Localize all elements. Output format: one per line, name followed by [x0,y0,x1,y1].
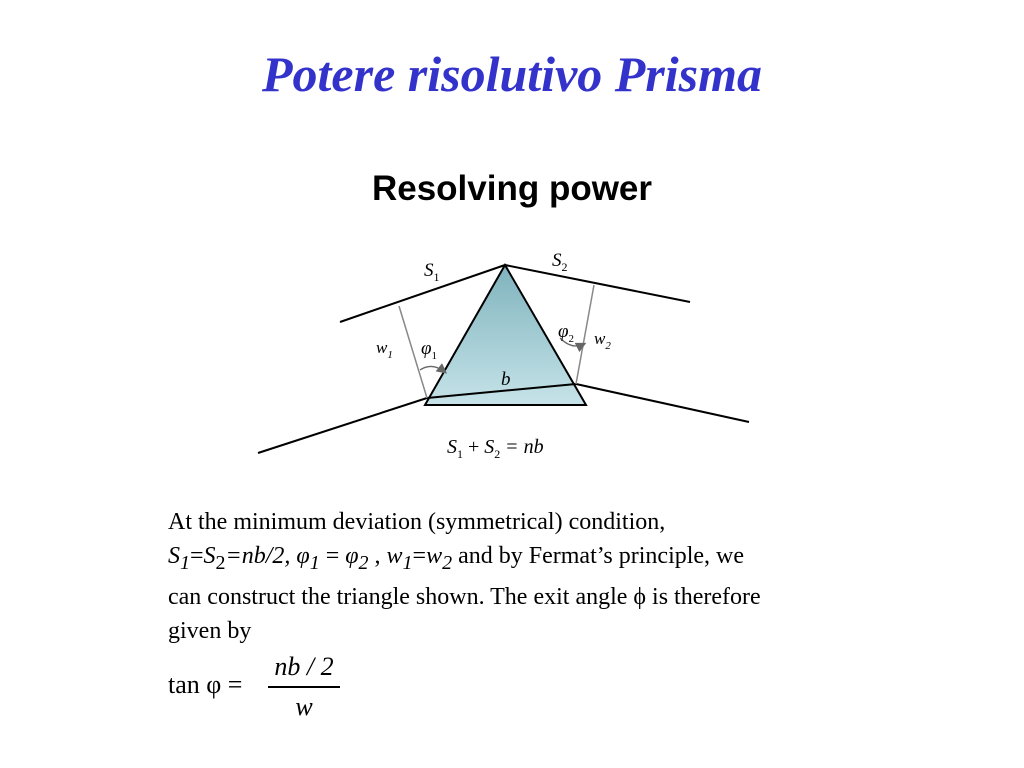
label-phi2: φ2 [558,321,574,345]
label-b: b [501,369,511,390]
construction-line-w2 [575,284,595,385]
fraction-bar [268,686,340,688]
formula-numerator: nb / 2 [274,652,334,681]
body-line-4: given by [168,617,252,644]
construction-line-w1 [398,305,428,399]
body-line-1: At the minimum deviation (symmetrical) c… [168,509,666,535]
formula-lhs: tan φ = [168,670,243,699]
wavefront-bottom-right [575,383,750,423]
formula-fraction: nb / 2 w [268,650,340,724]
body-line-2: S1=S2=nb/2, φ1 = φ2 , w1=w2 and by Ferma… [168,543,745,574]
slide-subtitle: Resolving power [371,169,653,208]
body-line-3: can construct the triangle shown. The ex… [168,583,761,610]
slide-title: Potere risolutivo Prisma [262,46,762,102]
label-s2: S2 [552,250,568,274]
formula-denominator: w [295,692,313,721]
wavefront-top-right [504,264,691,303]
body-text: At the minimum deviation (symmetrical) c… [168,505,908,648]
angle-arc-phi1 [419,363,448,374]
label-w1: w1 [376,338,393,361]
label-phi1: φ1 [421,338,437,362]
diagram-equation: S1+S2=nb [447,436,544,461]
wavefront-top-left [339,264,506,323]
prism-triangle [423,262,588,406]
wavefront-bottom-left [257,397,428,454]
base-path-b [426,383,577,399]
label-w2: w2 [594,329,611,352]
label-s1: S1 [424,260,440,284]
angle-arc-phi2 [559,337,587,353]
